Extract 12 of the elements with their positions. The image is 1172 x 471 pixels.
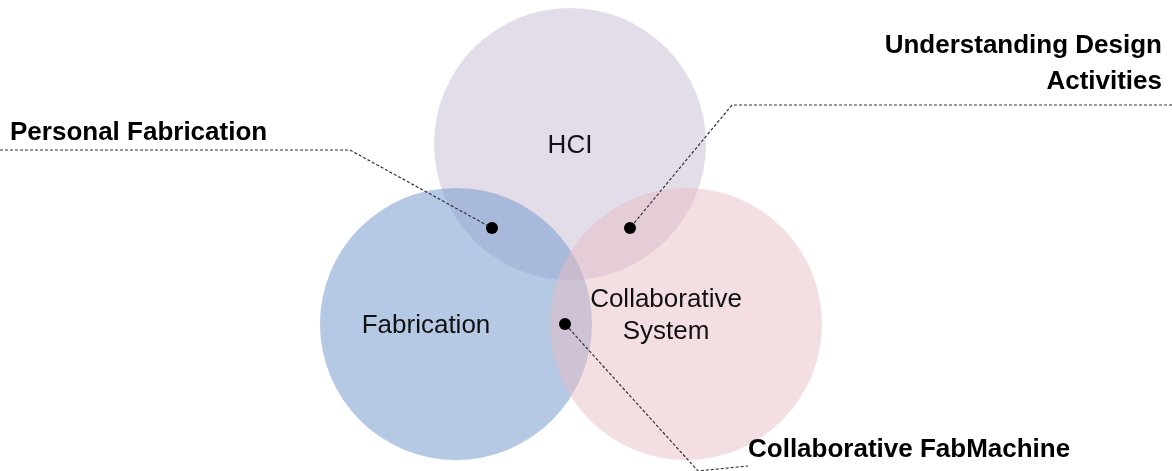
circle-label: Fabrication — [361, 307, 491, 341]
callout-label: Personal Fabrication — [10, 113, 340, 149]
leader-line — [568, 327, 749, 471]
circle-label: Collaborative System — [589, 281, 743, 347]
circle-label: HCI — [547, 127, 593, 161]
leader-line — [633, 104, 1172, 224]
marker-dot — [559, 318, 571, 330]
leader-line — [0, 149, 488, 226]
callout-label: Understanding Design Activities — [880, 26, 1162, 102]
marker-dot — [486, 222, 498, 234]
marker-dot — [624, 222, 636, 234]
callout-label: Collaborative FabMachine — [748, 430, 1148, 466]
